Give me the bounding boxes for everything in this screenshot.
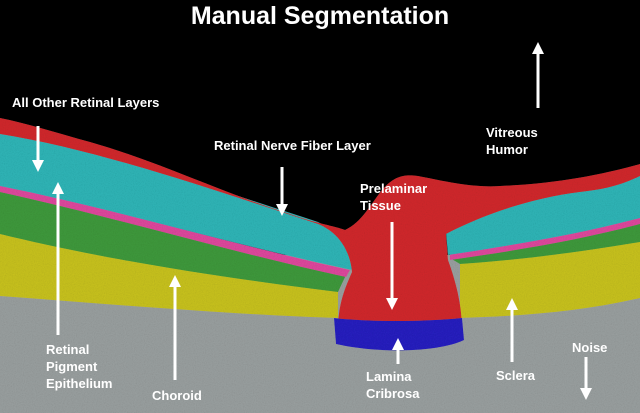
rnfl-prelaminar-region: [0, 118, 640, 330]
label-lamina-cribrosa: Lamina Cribrosa: [366, 369, 420, 401]
label-vitreous-humor: Vitreous Humor: [486, 125, 538, 157]
arrow-all-other-layers: [32, 126, 44, 172]
label-retinal-pigment-epithelium: Retinal Pigment Epithelium: [46, 342, 113, 391]
arrow-vitreous: [532, 42, 544, 108]
annotation-arrows: [32, 42, 592, 400]
label-all-other-retinal-layers: All Other Retinal Layers: [12, 95, 160, 110]
figure-title: Manual Segmentation: [190, 2, 450, 30]
label-noise: Noise: [572, 340, 608, 355]
arrow-prelaminar: [386, 222, 398, 310]
lamina-cribrosa-region: [334, 318, 464, 351]
arrow-rpe: [52, 182, 64, 335]
label-sclera: Sclera: [496, 368, 536, 383]
label-choroid: Choroid: [152, 388, 202, 403]
arrow-lamina: [392, 338, 404, 364]
label-prelaminar-tissue: Prelaminar Tissue: [360, 181, 428, 213]
arrow-rnfl: [276, 167, 288, 216]
arrow-choroid: [169, 275, 181, 380]
arrow-sclera: [506, 298, 518, 362]
other-retinal-layers-region: [0, 132, 640, 270]
arrow-noise: [580, 357, 592, 400]
rpe-region: [0, 184, 640, 277]
label-retinal-nerve-fiber-layer: Retinal Nerve Fiber Layer: [214, 138, 371, 153]
choroid-region: [0, 190, 640, 292]
sclera-region: [0, 232, 640, 318]
